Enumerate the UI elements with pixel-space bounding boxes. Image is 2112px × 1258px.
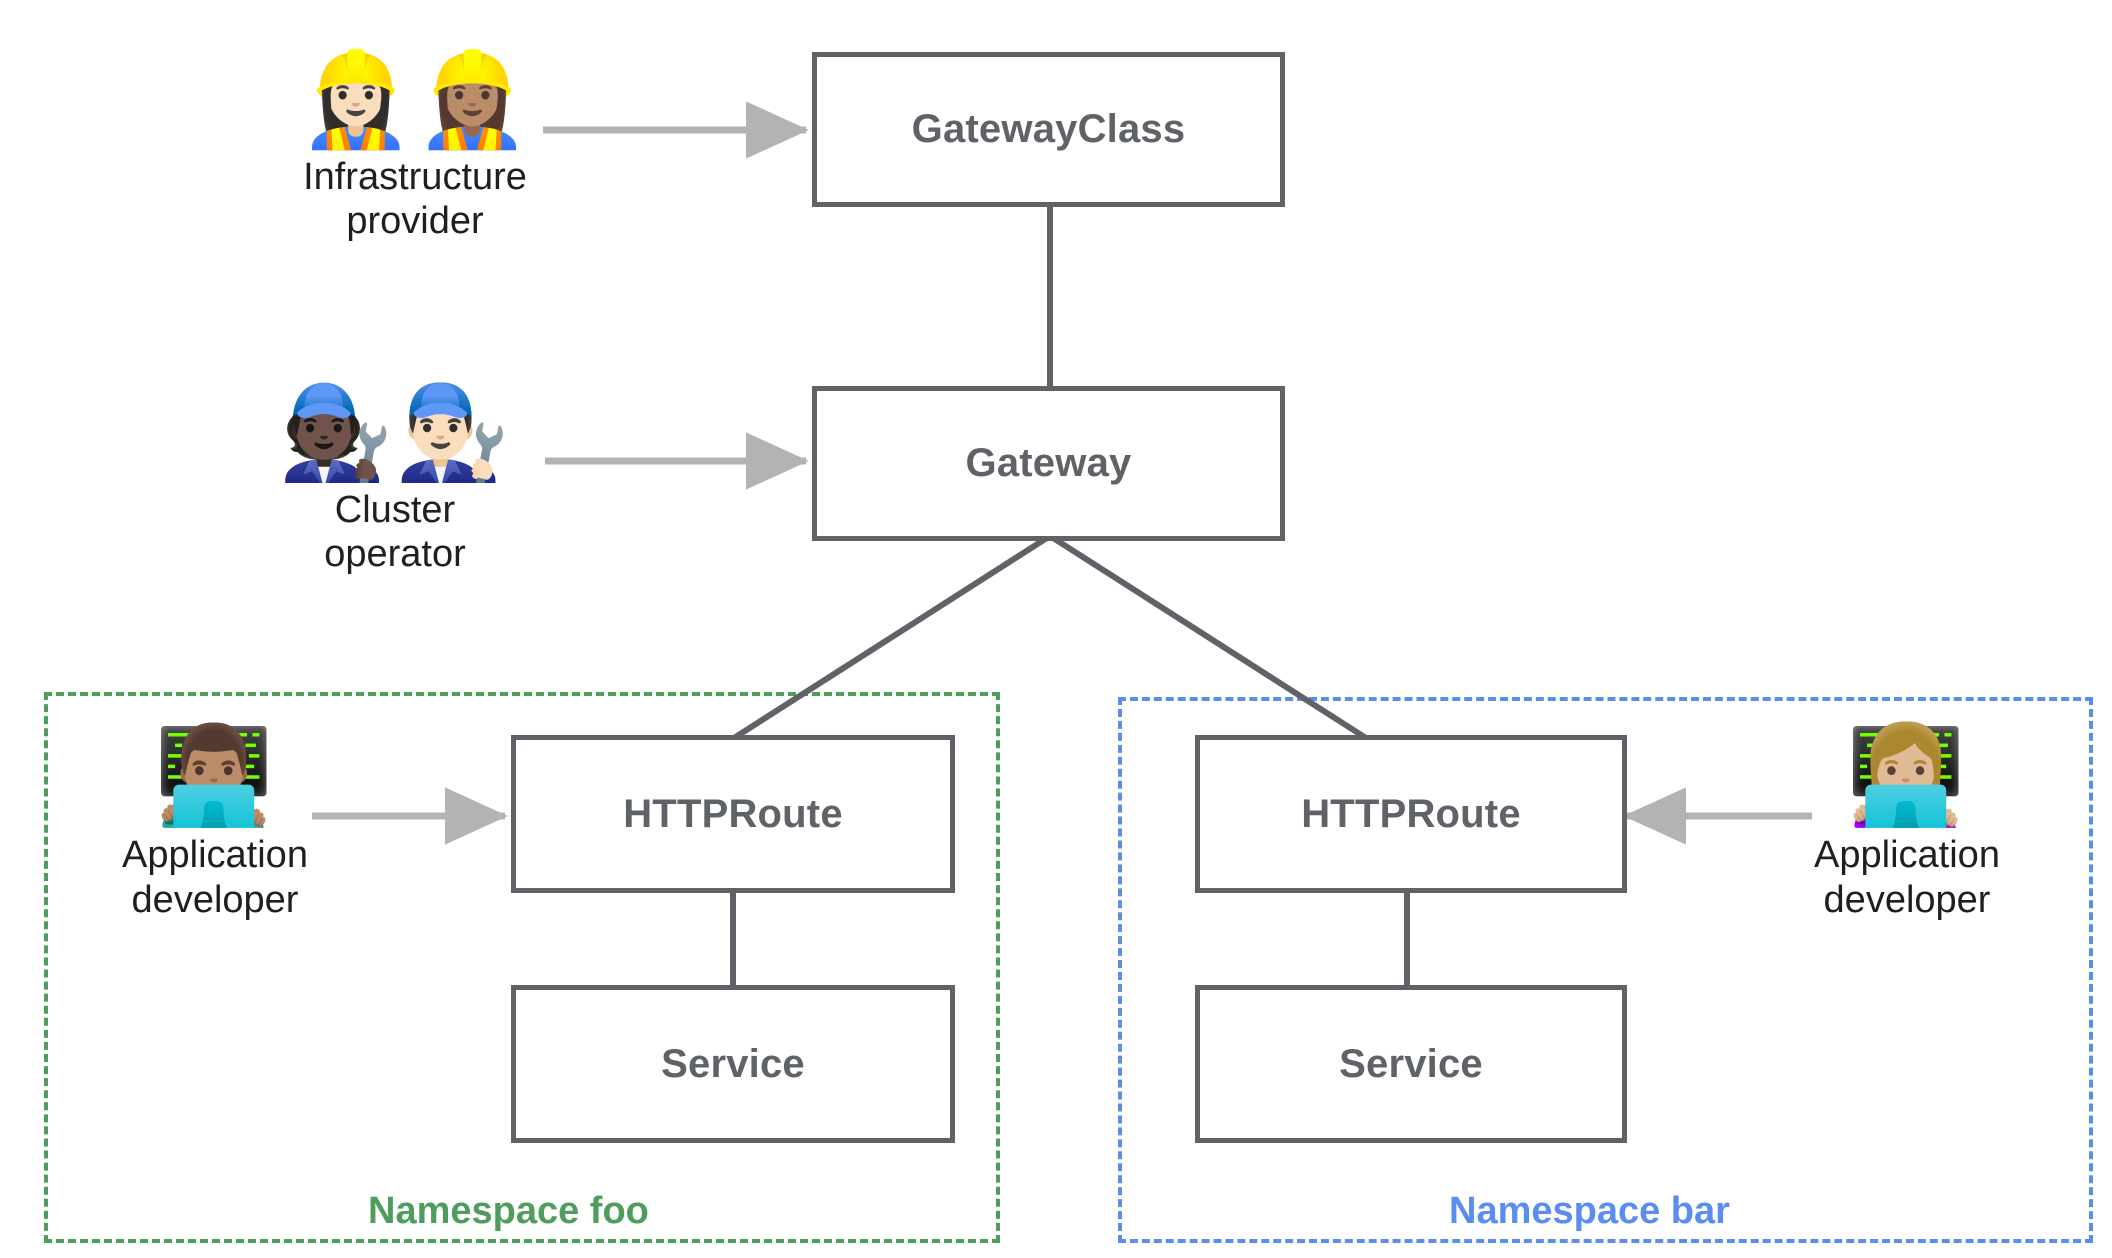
node-gatewayclass-label: GatewayClass (911, 107, 1186, 151)
namespace-bar-label: Namespace bar (1449, 1190, 1730, 1232)
persona-application-developer-foo-label: Application developer (122, 833, 308, 921)
node-service-foo[interactable]: Service (511, 985, 955, 1143)
node-service-bar-label: Service (1339, 1041, 1483, 1086)
node-gateway-label: Gateway (965, 441, 1132, 485)
node-httproute-bar-label: HTTPRoute (1301, 791, 1521, 836)
woman-construction-worker-pair-icon: 👷🏻‍♀️👷🏽‍♀️ (298, 49, 532, 151)
node-service-foo-label: Service (661, 1041, 805, 1086)
persona-application-developer-foo: 👨🏽‍💻 Application developer (100, 722, 330, 922)
man-technologist-icon: 👨🏽‍💻 (154, 722, 276, 829)
node-service-bar[interactable]: Service (1195, 985, 1627, 1143)
namespace-foo-boundary (44, 692, 1000, 1243)
persona-cluster-operator-label: Cluster operator (324, 488, 466, 576)
namespace-bar-boundary (1118, 697, 2093, 1243)
persona-application-developer-bar-label: Application developer (1814, 833, 2000, 921)
persona-infrastructure-provider-label: Infrastructure provider (303, 155, 527, 243)
node-gateway[interactable]: Gateway (812, 386, 1285, 541)
node-httproute-bar[interactable]: HTTPRoute (1195, 735, 1627, 893)
node-gatewayclass[interactable]: GatewayClass (812, 52, 1285, 207)
persona-application-developer-bar: 👩🏼‍💻 Application developer (1792, 722, 2022, 922)
persona-infrastructure-provider: 👷🏻‍♀️👷🏽‍♀️ Infrastructure provider (270, 52, 560, 244)
mechanic-pair-icon: 🧑🏿‍🔧👨🏻‍🔧 (278, 382, 512, 484)
node-httproute-foo[interactable]: HTTPRoute (511, 735, 955, 893)
woman-technologist-icon: 👩🏼‍💻 (1846, 722, 1968, 829)
node-httproute-foo-label: HTTPRoute (623, 791, 843, 836)
namespace-foo-label: Namespace foo (368, 1190, 649, 1232)
persona-cluster-operator: 🧑🏿‍🔧👨🏻‍🔧 Cluster operator (250, 385, 540, 577)
